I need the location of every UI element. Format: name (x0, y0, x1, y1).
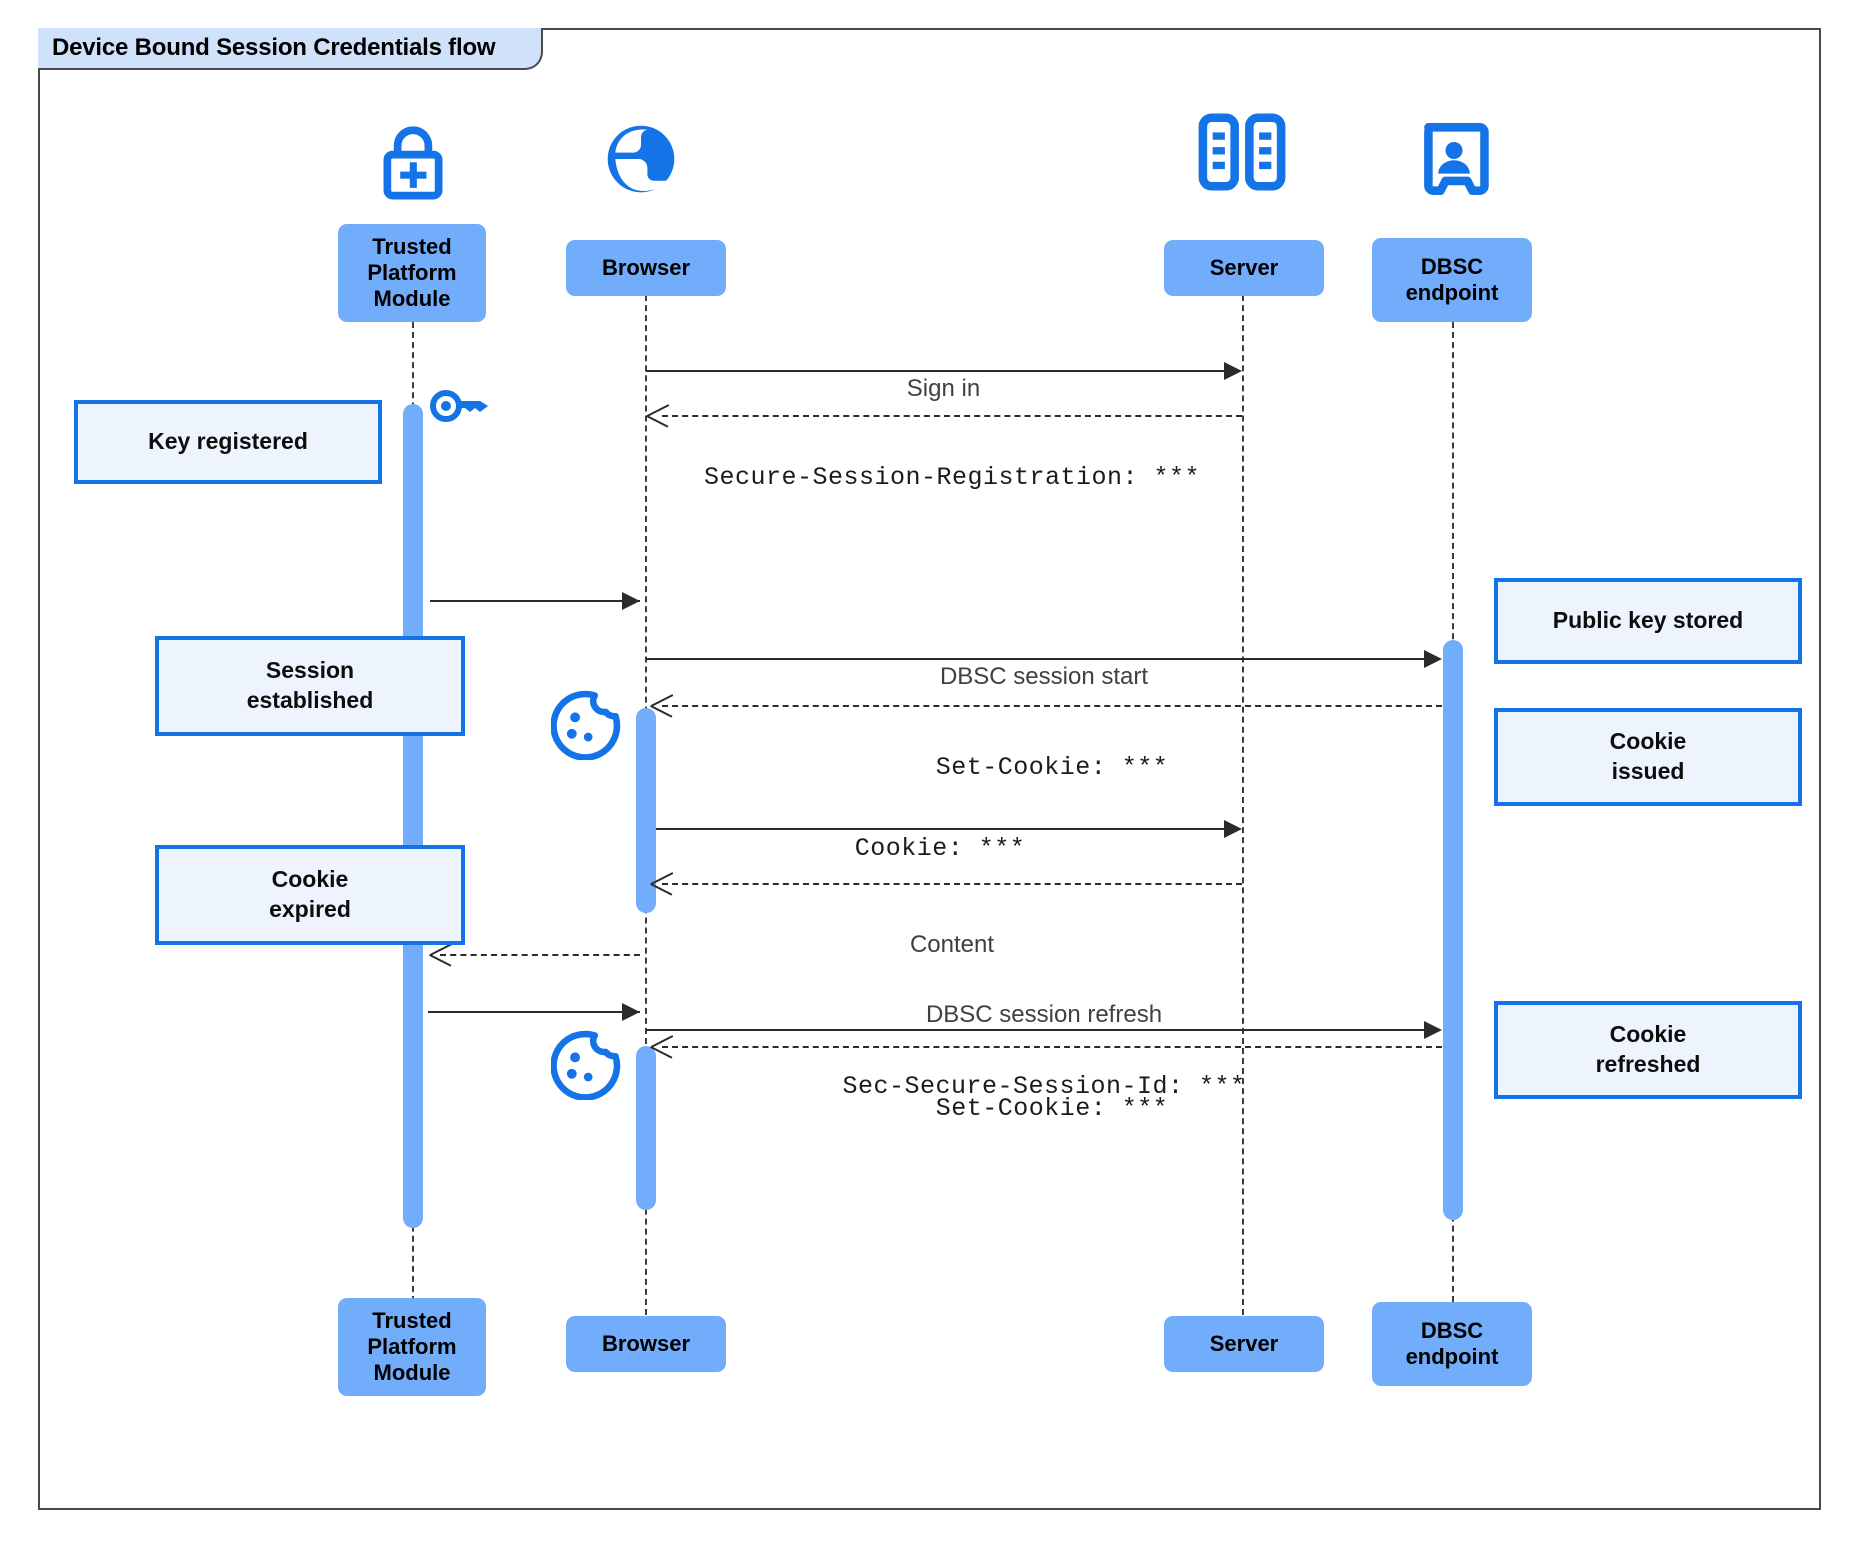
message-label-dbsc-session-refresh: DBSC session refresh Sec-Secure-Session-… (646, 960, 1442, 1143)
message-arrow-tpm-to-browser-refresh (622, 1003, 640, 1021)
message-line-content (662, 883, 1242, 885)
lifeline-server (1242, 285, 1244, 1315)
message-line-dbsc-session-refresh (646, 1029, 1424, 1031)
note-public-key-stored: Public key stored (1494, 578, 1802, 664)
activation-dbsc (1443, 640, 1463, 1220)
participant-server-bottom[interactable]: Server (1164, 1316, 1324, 1372)
message-arrow-sign-in (1224, 362, 1242, 380)
participant-dbsc-top[interactable]: DBSC endpoint (1372, 238, 1532, 322)
message-label-set-cookie-2: Set-Cookie: *** (662, 1053, 1442, 1165)
message-arrow-browser-to-tpm-dashed (430, 944, 450, 964)
message-line-browser-to-tpm-dashed (440, 954, 640, 956)
message-label-sign-in: Sign in (645, 334, 1242, 445)
id-badge-icon (1418, 120, 1490, 198)
message-mono-text: Set-Cookie: *** (935, 753, 1169, 783)
message-line-tpm-to-browser-refresh (428, 1011, 640, 1013)
message-line-cookie (656, 828, 1224, 830)
message-mono-text: Sec-Secure-Session-Id: *** (842, 1071, 1246, 1101)
message-line-dbsc-session-start (646, 658, 1424, 660)
message-mono-text: Secure-Session-Registration: *** (703, 463, 1201, 493)
message-arrow-browser-to-tpm (622, 592, 640, 610)
message-label-set-cookie-1: Set-Cookie: *** (662, 712, 1442, 824)
message-label-dbsc-session-start: DBSC session start (646, 622, 1442, 733)
note-key-registered: Key registered (74, 400, 382, 484)
server-rack-icon (1198, 112, 1286, 192)
message-line-set-cookie-1 (662, 705, 1442, 707)
key-icon (428, 382, 492, 430)
note-session-established: Session established (155, 636, 465, 736)
activation-browser-2 (636, 1046, 656, 1210)
message-sans-text: Content (909, 931, 995, 959)
globe-icon (600, 118, 682, 200)
participant-tpm-top[interactable]: Trusted Platform Module (338, 224, 486, 322)
cookie-icon (551, 1030, 621, 1100)
message-sans-text: DBSC session start (939, 663, 1149, 691)
message-line-browser-to-tpm (430, 600, 640, 602)
diagram-title: Device Bound Session Credentials flow (38, 28, 544, 70)
message-line-set-cookie-2 (662, 1046, 1442, 1048)
message-label-cookie: Cookie: *** (656, 793, 1224, 905)
participant-tpm-bottom[interactable]: Trusted Platform Module (338, 1298, 486, 1396)
note-cookie-issued: Cookie issued (1494, 708, 1802, 806)
message-arrow-dbsc-session-refresh (1424, 1021, 1442, 1039)
message-sans-text: DBSC session refresh (925, 1001, 1163, 1029)
message-sans-text: Sign in (906, 375, 981, 403)
participant-browser-bottom[interactable]: Browser (566, 1316, 726, 1372)
message-arrow-cookie (1224, 820, 1242, 838)
participant-browser-top[interactable]: Browser (566, 240, 726, 296)
cookie-icon (551, 690, 621, 760)
message-line-secure-session-registration (662, 415, 1242, 417)
message-mono-text: Cookie: *** (854, 834, 1026, 864)
participant-server-top[interactable]: Server (1164, 240, 1324, 296)
message-line-sign-in (646, 370, 1224, 372)
message-arrow-dbsc-session-start (1424, 650, 1442, 668)
message-mono-text: Set-Cookie: *** (935, 1094, 1169, 1124)
message-label-secure-session-registration: Secure-Session-Registration: *** (662, 422, 1242, 534)
activation-tpm (403, 404, 423, 1228)
lock-plus-icon (372, 120, 454, 202)
activation-browser-1 (636, 708, 656, 913)
message-label-content: Content (662, 890, 1242, 1001)
participant-dbsc-bottom[interactable]: DBSC endpoint (1372, 1302, 1532, 1386)
note-cookie-expired: Cookie expired (155, 845, 465, 945)
note-cookie-refreshed: Cookie refreshed (1494, 1001, 1802, 1099)
